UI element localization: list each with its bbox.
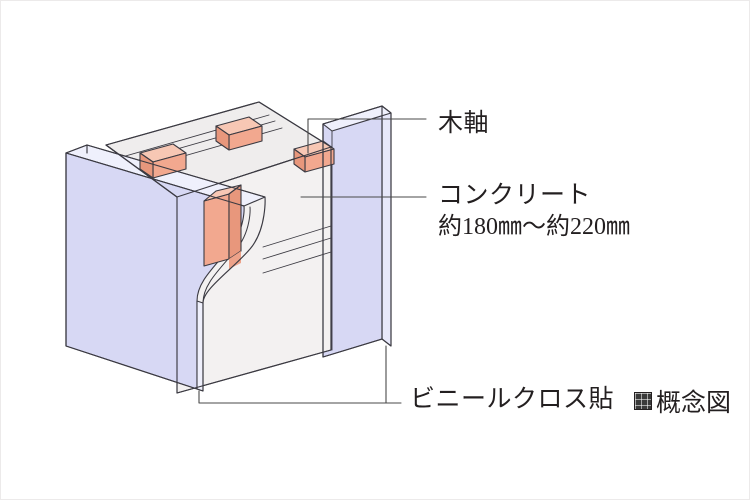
wood-stud-top-left: [139, 143, 187, 179]
conceptual-diagram-note: 概念図: [634, 383, 731, 419]
conceptual-diagram-note-text: 概念図: [656, 390, 732, 417]
vinyl-panel-right: [322, 105, 392, 358]
wood-stud-vertical-revealed: [203, 184, 242, 269]
leader-vinyl-left: [198, 390, 402, 404]
vinyl-panel-left: [65, 144, 266, 392]
right-face-furring-strip-lines: [262, 225, 332, 274]
figure-outlines: [65, 101, 392, 394]
label-concrete-line1: コンクリート: [438, 182, 592, 209]
label-concrete: コンクリート 約180㎜〜約220㎜: [438, 179, 630, 244]
label-concrete-thickness: 約180㎜〜約220㎜: [438, 214, 630, 240]
label-wood-frame: 木軸: [438, 110, 490, 137]
label-vinyl-cloth: ビニールクロス貼: [410, 386, 615, 413]
leader-lines: [198, 118, 427, 404]
leader-wood-frame: [307, 118, 427, 154]
hatched-square-icon: [634, 392, 652, 410]
wood-stud-top-right: [293, 140, 335, 173]
wood-stud-top-middle: [215, 116, 263, 151]
